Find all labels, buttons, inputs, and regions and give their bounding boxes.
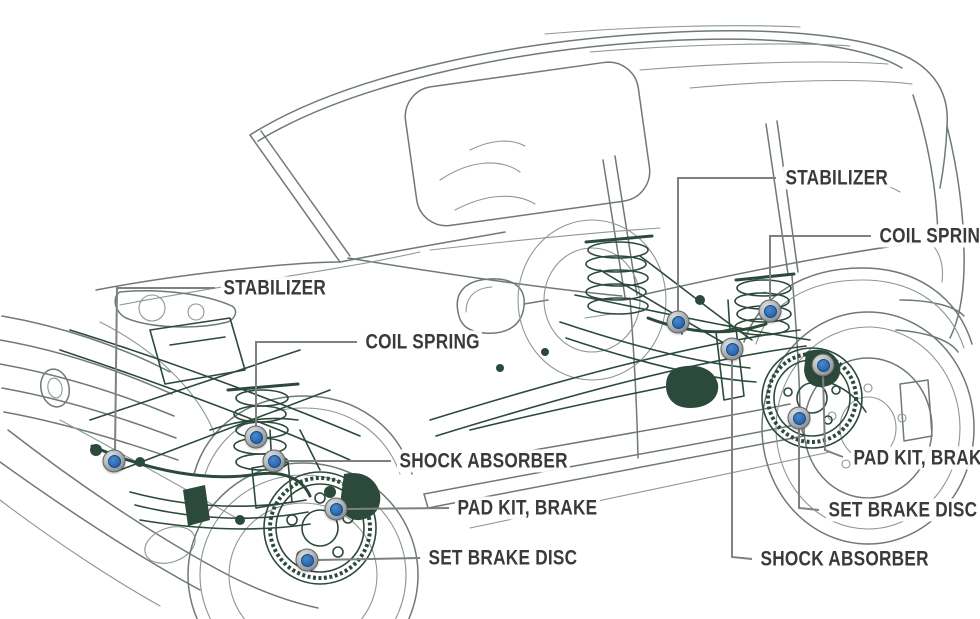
label-set-brake-disc-front[interactable]: SET BRAKE DISC: [426, 546, 580, 570]
marker-dot: [107, 454, 121, 468]
marker-dot: [792, 411, 806, 425]
leader-lines: [114, 177, 871, 561]
marker-coil-spring-rear[interactable]: [758, 299, 782, 323]
label-stabilizer-rear[interactable]: STABILIZER: [783, 166, 891, 190]
label-shock-absorber-front[interactable]: SHOCK ABSORBER: [397, 449, 571, 473]
leader-coil-spring-rear: [769, 235, 871, 302]
label-shock-absorber-rear[interactable]: SHOCK ABSORBER: [758, 547, 932, 571]
marker-stabilizer-front[interactable]: [102, 449, 126, 473]
marker-dot: [725, 342, 739, 356]
leader-pad-kit-brake-rear: [822, 373, 844, 458]
leader-coil-spring-front: [255, 341, 357, 428]
marker-pad-kit-brake-rear[interactable]: [811, 353, 835, 377]
marker-set-brake-disc-front[interactable]: [295, 548, 319, 572]
marker-dot: [267, 454, 281, 468]
label-stabilizer-front[interactable]: STABILIZER: [221, 276, 329, 300]
marker-dot: [816, 358, 830, 372]
leader-stabilizer-rear: [677, 177, 776, 313]
label-pad-kit-brake-front[interactable]: PAD KIT, BRAKE: [455, 496, 600, 520]
label-set-brake-disc-rear[interactable]: SET BRAKE DISC: [826, 498, 980, 522]
marker-dot: [671, 315, 685, 329]
marker-dot: [249, 430, 263, 444]
marker-dot: [763, 304, 777, 318]
front-grille-and-bumper: [0, 290, 319, 609]
leader-pad-kit-brake-front: [346, 507, 450, 510]
marker-dot: [300, 553, 314, 567]
label-pad-kit-brake-rear[interactable]: PAD KIT, BRAKE: [851, 446, 980, 470]
label-coil-spring-rear[interactable]: COIL SPRING: [877, 224, 980, 248]
marker-pad-kit-brake-front[interactable]: [324, 497, 348, 521]
leader-stabilizer-front: [114, 287, 215, 453]
marker-dot: [329, 502, 343, 516]
leader-set-brake-disc-front: [317, 557, 421, 561]
leader-shock-absorber-rear: [731, 358, 753, 560]
marker-set-brake-disc-rear[interactable]: [787, 406, 811, 430]
marker-coil-spring-front[interactable]: [244, 425, 268, 449]
label-coil-spring-front[interactable]: COIL SPRING: [363, 330, 483, 354]
marker-shock-absorber-rear[interactable]: [720, 337, 744, 361]
wheels: [187, 219, 975, 619]
leader-set-brake-disc-rear: [798, 427, 820, 511]
marker-shock-absorber-front[interactable]: [262, 449, 286, 473]
marker-stabilizer-rear[interactable]: [666, 310, 690, 334]
